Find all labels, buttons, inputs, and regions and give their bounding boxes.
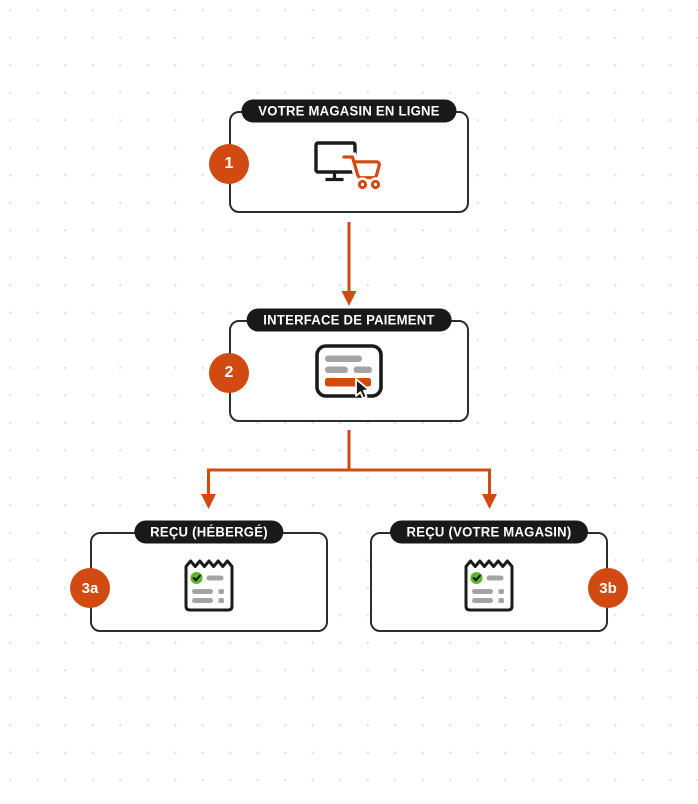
arrow-payment-branch <box>201 430 497 509</box>
arrow-to-store-receipt <box>482 494 497 509</box>
node-label-pill: REÇU (VOTRE MAGASIN) <box>390 520 588 544</box>
receipt-check-icon <box>183 558 235 614</box>
node-label: VOTRE MAGASIN EN LIGNE <box>258 103 440 119</box>
node-label-pill: INTERFACE DE PAIEMENT <box>246 308 452 332</box>
step-badge-3b: 3b <box>588 568 628 608</box>
node-label: REÇU (VOTRE MAGASIN) <box>406 524 572 540</box>
arrow-store-to-payment <box>341 222 357 306</box>
step-badge-2: 2 <box>209 353 249 393</box>
receipt-check-icon <box>463 558 515 614</box>
payment-form-cursor-icon <box>315 344 383 406</box>
node-label: INTERFACE DE PAIEMENT <box>263 312 435 328</box>
node-label: REÇU (HÉBERGÉ) <box>150 524 268 540</box>
node-label-pill: VOTRE MAGASIN EN LIGNE <box>241 99 457 123</box>
arrow-to-hosted-receipt <box>201 494 216 509</box>
node-label-pill: REÇU (HÉBERGÉ) <box>134 520 284 544</box>
node-payment-interface: INTERFACE DE PAIEMENT 2 <box>209 308 469 422</box>
node-receipt-hosted: REÇU (HÉBERGÉ) 3a <box>70 520 328 632</box>
monitor-shopping-cart-icon <box>314 141 384 189</box>
step-badge-3a: 3a <box>70 568 110 608</box>
step-badge-1: 1 <box>209 144 249 184</box>
cursor-icon <box>355 378 371 400</box>
node-receipt-store: REÇU (VOTRE MAGASIN) 3b <box>370 520 628 632</box>
node-online-store: VOTRE MAGASIN EN LIGNE 1 <box>209 99 469 213</box>
